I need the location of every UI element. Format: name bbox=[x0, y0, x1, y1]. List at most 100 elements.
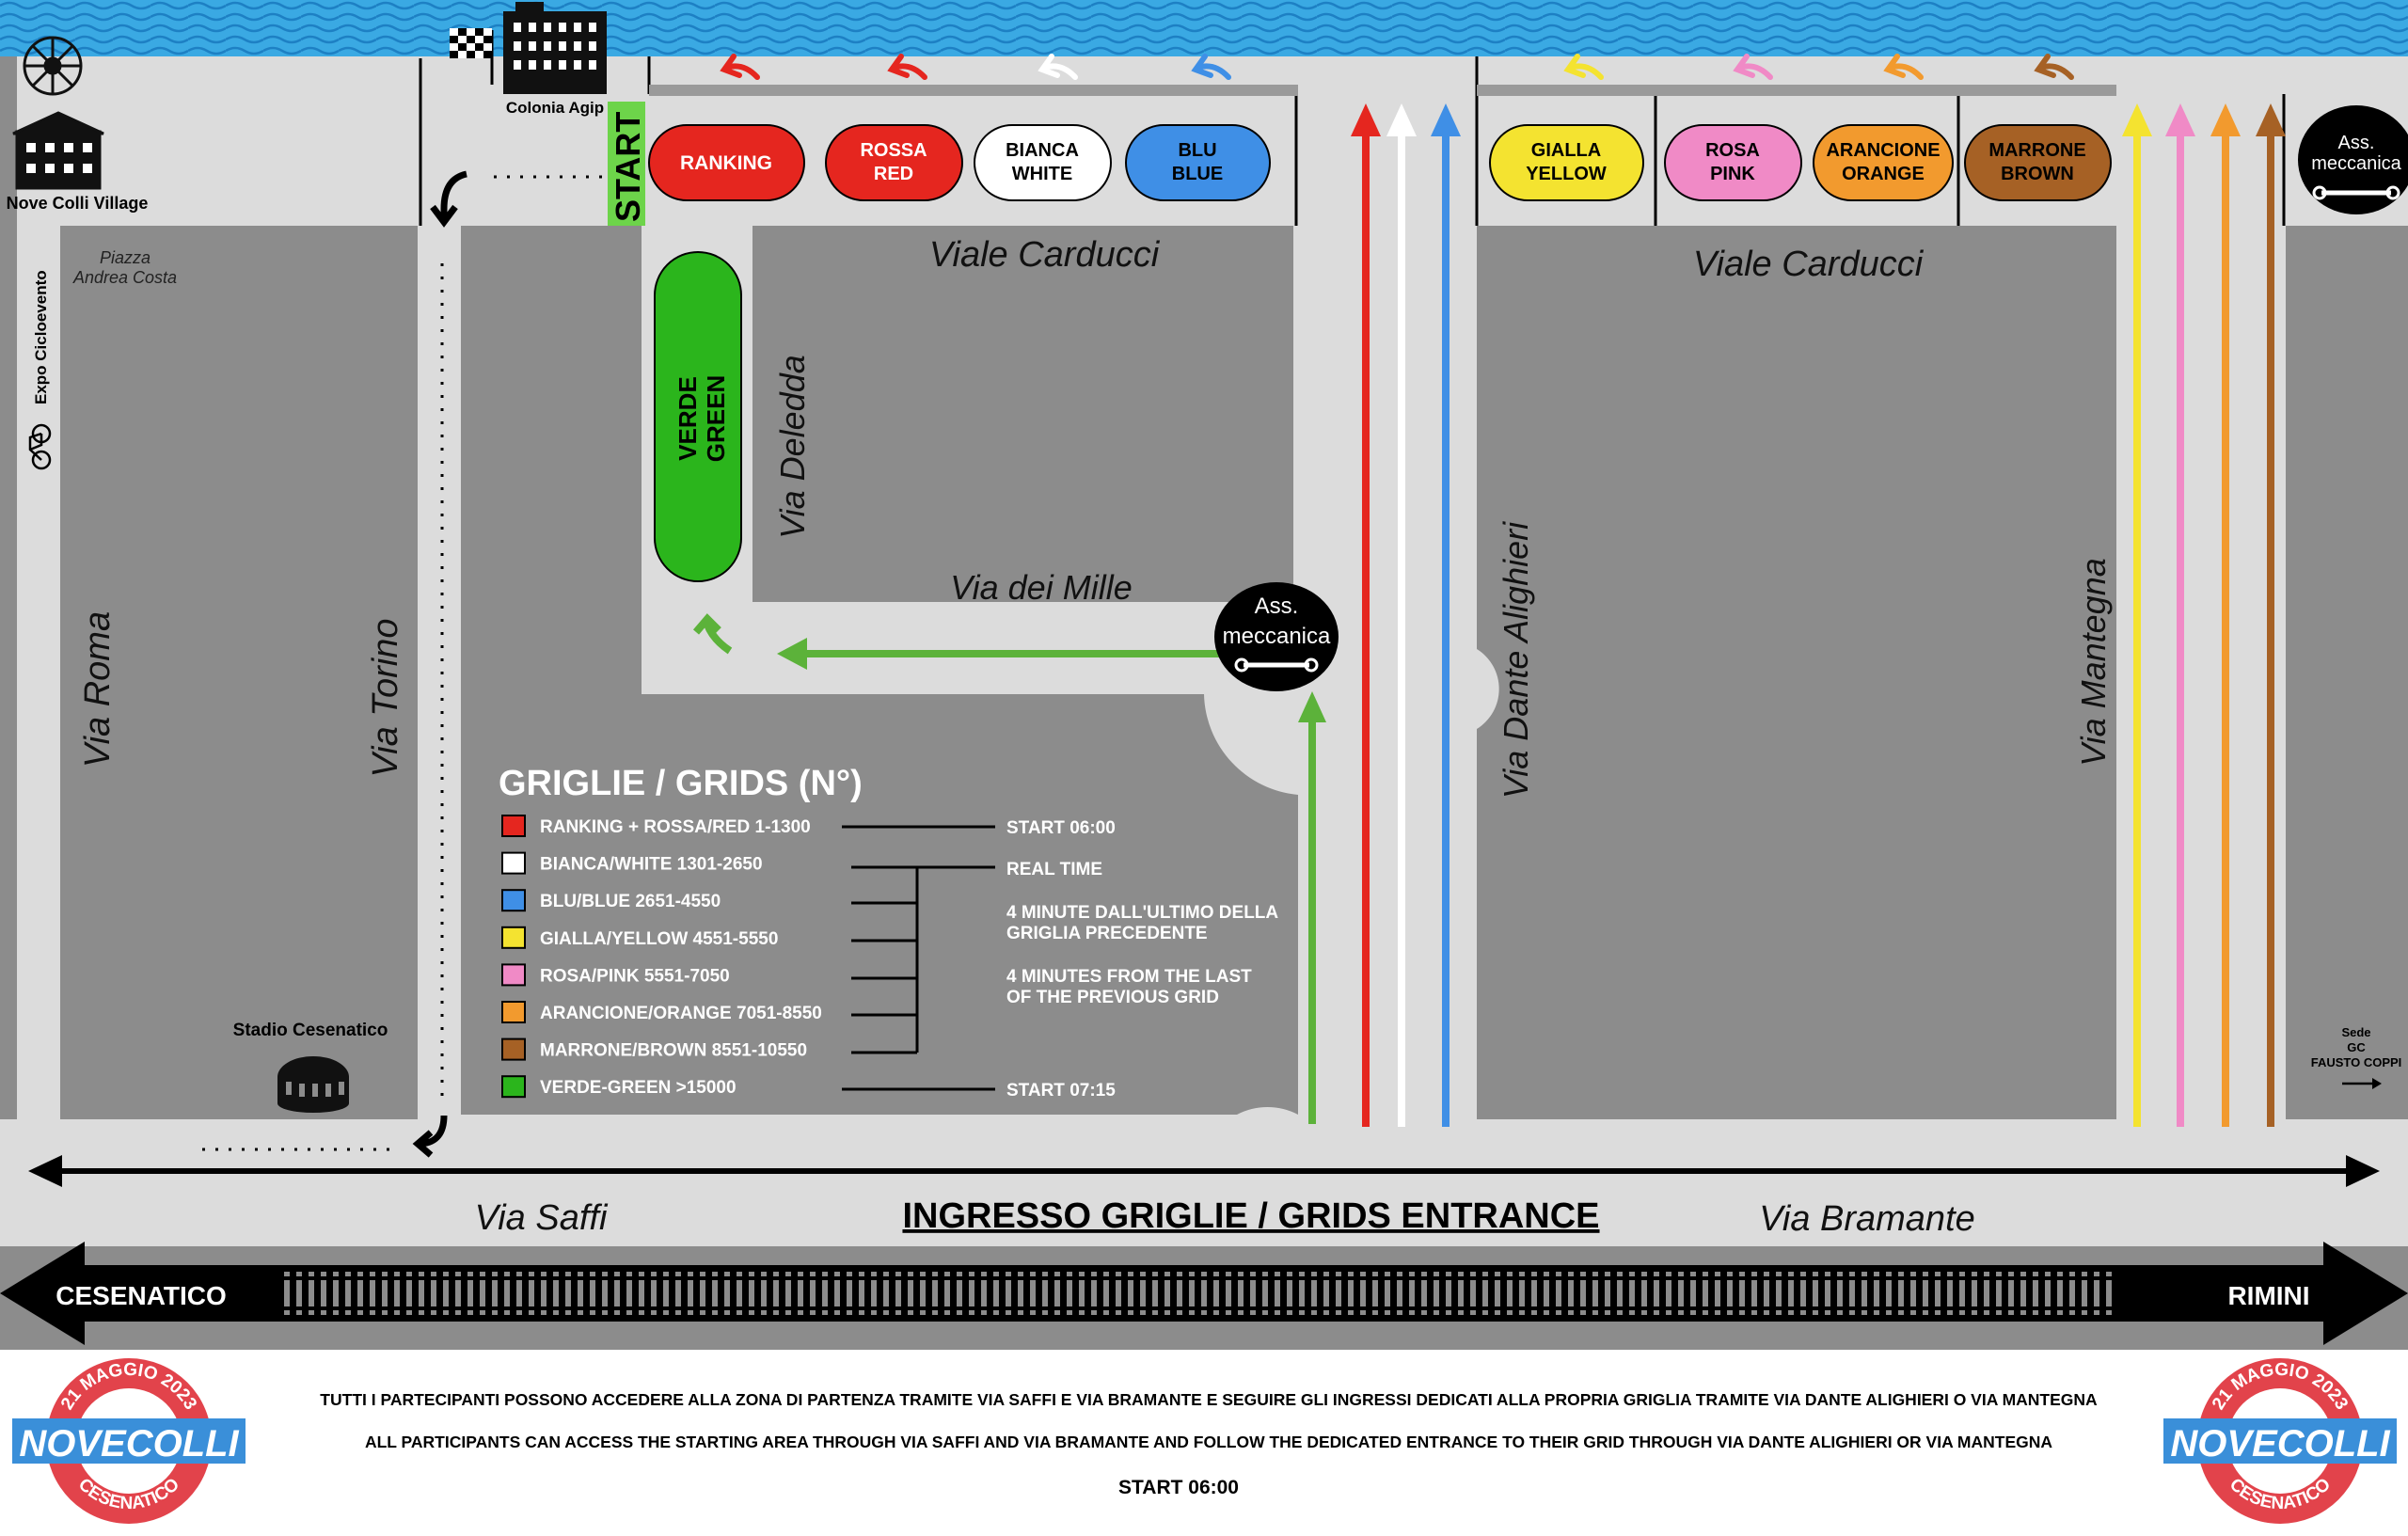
legend-swatch bbox=[501, 1001, 526, 1023]
grid-pill-yellow: GIALLA YELLOW bbox=[1489, 124, 1644, 201]
street-deledda: Via Deledda bbox=[773, 355, 812, 539]
street-bramante: Via Bramante bbox=[1759, 1199, 1975, 1239]
street-carducci-2: Viale Carducci bbox=[1693, 245, 1925, 284]
green-turn-arrow bbox=[692, 613, 733, 655]
grid-pill-red: ROSSA RED bbox=[825, 124, 963, 201]
svg-text:Ass.: Ass. bbox=[1255, 594, 1299, 619]
legend-item-label: ARANCIONE/ORANGE 7051-8550 bbox=[540, 1004, 822, 1023]
grid-pill-white: BIANCA WHITE bbox=[974, 124, 1112, 201]
legend-swatch bbox=[501, 1075, 526, 1099]
svg-text:ROSSA: ROSSA bbox=[860, 140, 927, 161]
svg-text:VERDE: VERDE bbox=[673, 376, 702, 461]
start-label: START bbox=[609, 112, 647, 222]
svg-text:PINK: PINK bbox=[1710, 164, 1755, 184]
railway-left-label: CESENATICO bbox=[55, 1281, 227, 1310]
street-dante: Via Dante Alighieri bbox=[1497, 521, 1535, 799]
legend-item-label: VERDE-GREEN >15000 bbox=[540, 1078, 737, 1098]
sea bbox=[0, 0, 2408, 56]
footer-start: START 06:00 bbox=[1118, 1477, 1239, 1498]
grid-pill-blue: BLU BLUE bbox=[1125, 124, 1271, 201]
colonia-label: Colonia Agip bbox=[506, 99, 604, 117]
legend-item-label: RANKING + ROSSA/RED 1-1300 bbox=[540, 817, 811, 837]
legend-note-en-1: 4 MINUTES FROM THE LAST bbox=[1006, 967, 1252, 987]
bicycle-icon bbox=[28, 423, 52, 470]
checkered-flag-icon bbox=[450, 28, 494, 85]
svg-text:GREEN: GREEN bbox=[702, 375, 730, 462]
legend-swatch bbox=[501, 1037, 526, 1061]
svg-text:BIANCA: BIANCA bbox=[1006, 140, 1079, 161]
legend-item-label: BIANCA/WHITE 1301-2650 bbox=[540, 855, 763, 875]
mechanic-assistance-top: Ass. meccanica bbox=[2298, 105, 2408, 214]
svg-text:meccanica: meccanica bbox=[1223, 624, 1331, 649]
svg-text:Ass.: Ass. bbox=[2338, 133, 2375, 153]
svg-text:RED: RED bbox=[874, 164, 913, 184]
legend-title: GRIGLIE / GRIDS (N°) bbox=[499, 764, 863, 803]
turn-arrow-torino-bottom bbox=[412, 1115, 448, 1158]
svg-text:YELLOW: YELLOW bbox=[1526, 164, 1607, 184]
green-arrow-head-mille bbox=[777, 638, 807, 670]
legend-swatch bbox=[501, 815, 526, 837]
colonia-building-icon bbox=[503, 2, 607, 94]
legend-note-en-2: OF THE PREVIOUS GRID bbox=[1006, 988, 1219, 1007]
start-strip bbox=[608, 102, 645, 226]
svg-text:BLUE: BLUE bbox=[1172, 164, 1223, 184]
grid-pill-orange: ARANCIONE ORANGE bbox=[1813, 124, 1954, 201]
entrance-label: INGRESSO GRIGLIE / GRIDS ENTRANCE bbox=[902, 1196, 1599, 1236]
railway-right-label: RIMINI bbox=[2227, 1281, 2309, 1310]
street-torino: Via Torino bbox=[366, 618, 405, 777]
legend-realtime: REAL TIME bbox=[1006, 860, 1102, 879]
railway bbox=[0, 1242, 2408, 1345]
expo-label: Expo Cicloevento bbox=[32, 270, 50, 404]
legend-swatch bbox=[501, 889, 526, 912]
legend-swatch bbox=[501, 851, 526, 875]
access-lanes bbox=[1298, 103, 2286, 1127]
legend-item-label: BLU/BLUE 2651-4550 bbox=[540, 892, 721, 911]
piazza-label-2: Andrea Costa bbox=[72, 268, 177, 287]
svg-text:MARRONE: MARRONE bbox=[1988, 140, 2085, 161]
grid-green-area: VERDE GREEN bbox=[642, 226, 752, 611]
street-carducci-1: Viale Carducci bbox=[929, 235, 1161, 275]
arrow-right-icon bbox=[2342, 1078, 2382, 1089]
village-label: Nove Colli Village bbox=[7, 194, 149, 213]
grid-lanes-top bbox=[649, 85, 2116, 96]
legend-start-2: START 07:15 bbox=[1006, 1081, 1116, 1101]
svg-text:GIALLA: GIALLA bbox=[1531, 140, 1601, 161]
svg-text:BROWN: BROWN bbox=[2001, 164, 2074, 184]
svg-text:ARANCIONE: ARANCIONE bbox=[1826, 140, 1940, 161]
u-turn-arrows bbox=[720, 54, 2074, 80]
svg-text:ORANGE: ORANGE bbox=[1842, 164, 1925, 184]
turn-arrow-torino-top bbox=[430, 170, 467, 228]
footer-bg bbox=[0, 1350, 2408, 1536]
grid-pill-ranking: RANKING bbox=[648, 124, 805, 201]
legend-start-1: START 06:00 bbox=[1006, 818, 1116, 838]
footer-text-en: ALL PARTICIPANTS CAN ACCESS THE STARTING… bbox=[365, 1433, 2052, 1451]
legend-swatch bbox=[501, 926, 526, 949]
footer-text-it: TUTTI I PARTECIPANTI POSSONO ACCEDERE AL… bbox=[320, 1390, 2098, 1409]
svg-text:RANKING: RANKING bbox=[680, 152, 772, 174]
novecolli-logo-left: 21 MAGGIO 2023 CESENATICO NOVECOLLI bbox=[12, 1358, 246, 1524]
village-icon bbox=[12, 36, 104, 190]
street-saffi: Via Saffi bbox=[475, 1198, 609, 1238]
grid-pill-pink: ROSA PINK bbox=[1664, 124, 1802, 201]
street-mille: Via dei Mille bbox=[950, 568, 1132, 607]
stadio-label: Stadio Cesenatico bbox=[233, 1021, 388, 1040]
saffi-bramante-double-arrow bbox=[28, 1155, 2380, 1187]
svg-text:NOVECOLLI: NOVECOLLI bbox=[2170, 1423, 2390, 1465]
mechanic-assistance-center: Ass. meccanica bbox=[1214, 582, 1339, 691]
sede-label-3: FAUSTO COPPI bbox=[2311, 1055, 2402, 1069]
grids-legend: GRIGLIE / GRIDS (N°) RANKING + ROSSA/RED… bbox=[499, 764, 1278, 1101]
svg-text:BLU: BLU bbox=[1178, 140, 1216, 161]
street-mantegna: Via Mantegna bbox=[2074, 558, 2113, 767]
sede-label-2: GC bbox=[2347, 1040, 2366, 1054]
svg-text:WHITE: WHITE bbox=[1012, 164, 1072, 184]
stadium-icon bbox=[277, 1056, 349, 1113]
grid-pill-brown: MARRONE BROWN bbox=[1964, 124, 2112, 201]
legend-note-it-2: GRIGLIA PRECEDENTE bbox=[1006, 924, 1208, 943]
svg-text:meccanica: meccanica bbox=[2311, 153, 2401, 174]
legend-item-label: GIALLA/YELLOW 4551-5550 bbox=[540, 929, 778, 949]
svg-text:ROSA: ROSA bbox=[1705, 140, 1760, 161]
legend-item-label: ROSA/PINK 5551-7050 bbox=[540, 966, 730, 986]
piazza-label-1: Piazza bbox=[100, 248, 150, 267]
legend-note-it-1: 4 MINUTE DALL'ULTIMO DELLA bbox=[1006, 903, 1278, 923]
